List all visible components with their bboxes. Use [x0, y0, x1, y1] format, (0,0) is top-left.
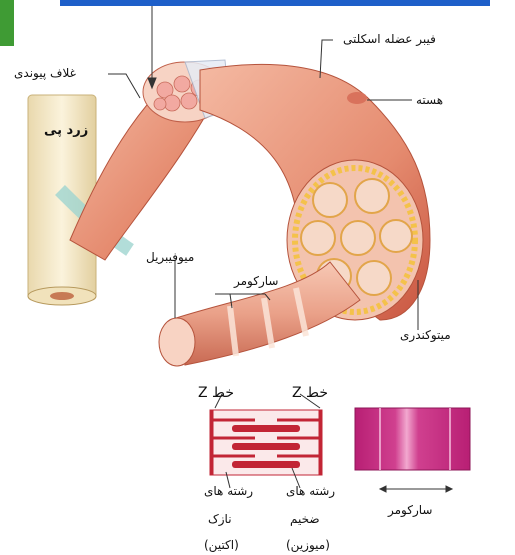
thin-filaments-label-line1: رشته های	[204, 484, 253, 498]
thick-filaments-label-line2: ضخیم	[290, 512, 320, 526]
nucleus-label: هسته	[416, 93, 443, 107]
tendon-label: زرد پی	[44, 124, 88, 138]
myofibril-label: میوفیبریل	[146, 250, 194, 264]
mitochondria-label: میتوکندری	[400, 328, 451, 342]
filament-diagram	[210, 410, 322, 475]
z-line-label-right: خط Z	[292, 386, 328, 400]
thick-filaments-label-line1: رشته های	[286, 484, 335, 498]
skeletal-muscle-fiber-label: فیبر عضله اسکلتی	[343, 32, 436, 46]
connective-sheath-label: غلاف پیوندی	[14, 66, 76, 80]
thin-filaments-label-line2: نازک	[208, 512, 232, 526]
sarcomere-label-top: سارکومر	[234, 274, 278, 288]
thin-filaments-label-line3: (اکتین)	[204, 538, 239, 552]
thick-filaments-label-line3: (میوزین)	[286, 538, 330, 552]
sarcomere-label-bottom: سارکومر	[388, 503, 432, 517]
z-line-label-left: خط Z	[198, 386, 234, 400]
sarcomere-micrograph	[355, 408, 470, 470]
